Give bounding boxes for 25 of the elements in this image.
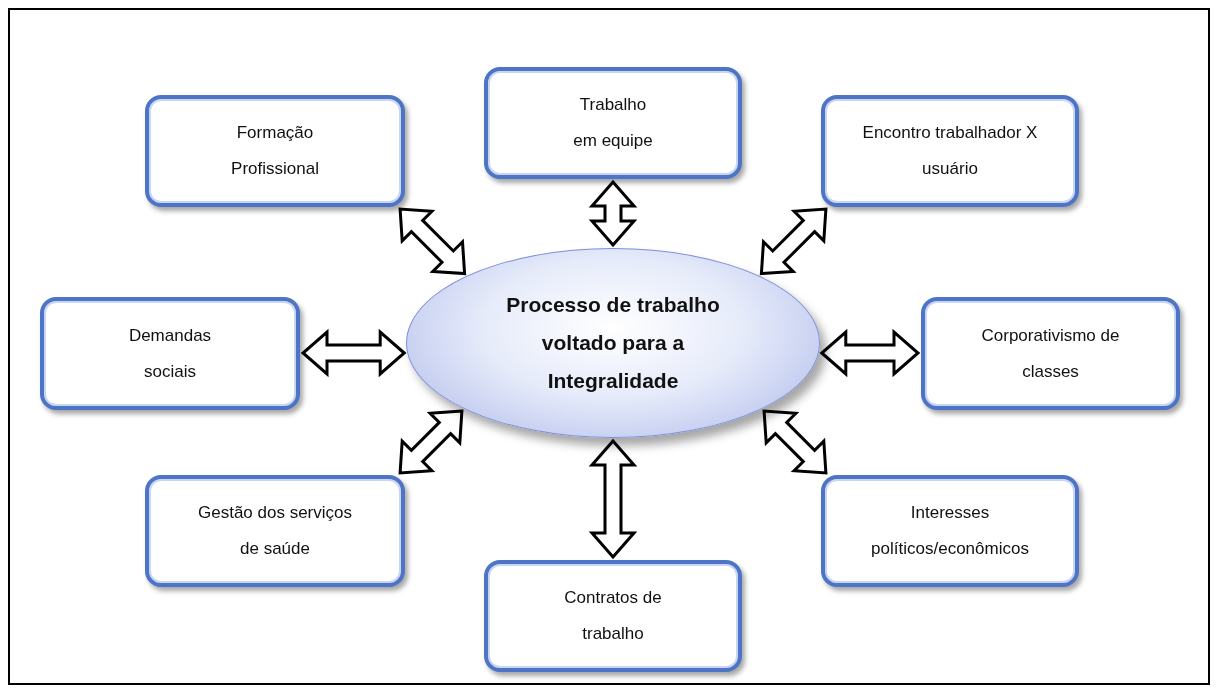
double-block-arrow bbox=[762, 409, 828, 475]
double-block-arrow bbox=[759, 207, 828, 276]
double-block-arrow bbox=[398, 207, 467, 276]
topic-label: Demandas sociais bbox=[127, 324, 213, 383]
topic-label: Interesses políticos/econômicos bbox=[870, 502, 1030, 560]
double-block-arrow bbox=[588, 438, 638, 560]
topic-box bbox=[921, 297, 1180, 410]
topic-box bbox=[821, 475, 1079, 587]
central-label: Processo de trabalho voltado para a Integralidade bbox=[505, 292, 721, 394]
topic-label: Corporativismo de classes bbox=[980, 324, 1121, 383]
topic-label: Formação Profissional bbox=[230, 122, 320, 180]
topic-box bbox=[145, 475, 405, 587]
topic-box bbox=[484, 560, 742, 672]
double-block-arrow bbox=[819, 328, 921, 378]
topic-box bbox=[40, 297, 300, 410]
double-block-arrow bbox=[398, 409, 464, 475]
double-block-arrow bbox=[588, 179, 638, 248]
topic-box bbox=[484, 67, 742, 179]
topic-label: Trabalho em equipe bbox=[572, 94, 654, 152]
topic-box bbox=[145, 95, 405, 207]
double-block-arrow bbox=[300, 328, 407, 378]
topic-label: Gestão dos serviços de saúde bbox=[197, 502, 353, 560]
topic-box bbox=[821, 95, 1079, 207]
topic-label: Contratos de trabalho bbox=[563, 587, 663, 645]
topic-label: Encontro trabalhador X usuário bbox=[861, 122, 1039, 180]
